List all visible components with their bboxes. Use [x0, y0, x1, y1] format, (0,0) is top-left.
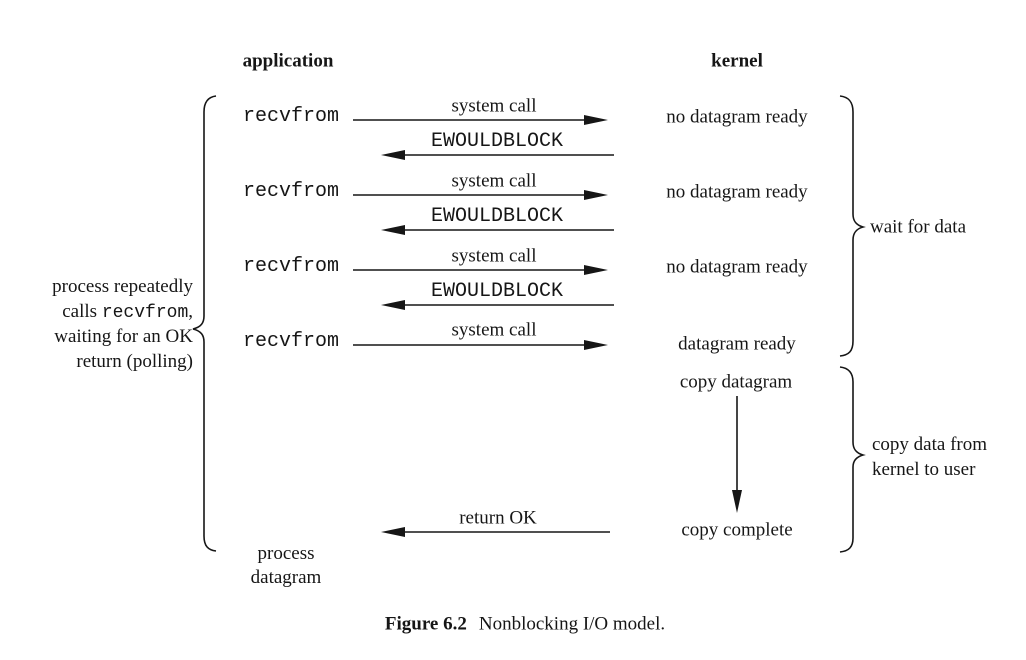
ewouldblock-arrow-3: [381, 300, 614, 310]
system-call-label-4: system call: [451, 319, 537, 341]
polling-annotation-line-3: waiting for an OK: [54, 326, 193, 347]
left-arrowhead-icon: [381, 225, 405, 235]
process-datagram-label: process datagram: [251, 542, 322, 590]
copy-data-label-line-1: copy data from: [872, 434, 988, 455]
recvfrom-call-3: recvfrom: [242, 255, 340, 278]
system-call-label-1: system call: [451, 95, 537, 117]
process-datagram-line-1: process: [257, 543, 315, 564]
copy-datagram-label: copy datagram: [679, 371, 793, 393]
system-call-arrow-2: [353, 190, 608, 200]
application-column-header: application: [242, 50, 334, 72]
polling-annotation-line-2: calls recvfrom,: [52, 299, 193, 324]
recvfrom-call-2: recvfrom: [242, 180, 340, 203]
kernel-column-header: kernel: [711, 50, 763, 72]
recvfrom-call-1: recvfrom: [242, 105, 340, 128]
down-arrowhead-icon: [732, 490, 742, 513]
ewouldblock-label-1: EWOULDBLOCK: [430, 130, 564, 153]
polling-annotation: process repeatedly calls recvfrom, waiti…: [52, 274, 193, 374]
annotation-text: ,: [188, 301, 193, 322]
polling-annotation-line-4: return (polling): [76, 351, 193, 372]
right-arrowhead-icon: [584, 340, 608, 350]
right-arrowhead-icon: [584, 265, 608, 275]
kernel-state-1: no datagram ready: [666, 106, 808, 128]
ewouldblock-label-3: EWOULDBLOCK: [430, 280, 564, 303]
recvfrom-call-4: recvfrom: [242, 330, 340, 353]
system-call-arrow-3: [353, 265, 608, 275]
figure-caption-label: Figure 6.2: [384, 613, 467, 635]
system-call-label-3: system call: [451, 245, 537, 267]
wait-for-data-label: wait for data: [870, 216, 967, 238]
system-call-arrow-1: [353, 115, 608, 125]
copy-data-label-line-2: kernel to user: [872, 459, 976, 480]
kernel-state-4: datagram ready: [678, 333, 796, 355]
system-call-arrow-4: [353, 340, 608, 350]
right-arrowhead-icon: [584, 115, 608, 125]
figure-caption: Figure 6.2 Nonblocking I/O model.: [385, 615, 665, 634]
ewouldblock-arrow-1: [381, 150, 614, 160]
polling-brace: [192, 95, 217, 552]
kernel-state-3: no datagram ready: [666, 256, 808, 278]
figure-caption-text: Nonblocking I/O model.: [478, 613, 666, 635]
copy-progress-arrow: [732, 396, 742, 513]
copy-data-label: copy data from kernel to user: [872, 432, 987, 482]
right-arrowhead-icon: [584, 190, 608, 200]
left-arrowhead-icon: [381, 150, 405, 160]
left-arrowhead-icon: [381, 300, 405, 310]
annotation-code-text: recvfrom: [101, 303, 189, 323]
annotation-text: calls: [62, 301, 102, 322]
kernel-state-2: no datagram ready: [666, 181, 808, 203]
copy-complete-label: copy complete: [681, 519, 793, 541]
polling-annotation-line-1: process repeatedly: [52, 276, 193, 297]
ewouldblock-label-2: EWOULDBLOCK: [430, 205, 564, 228]
wait-for-data-brace: [839, 95, 866, 357]
return-ok-label: return OK: [459, 507, 537, 529]
process-datagram-line-2: datagram: [250, 567, 322, 588]
system-call-label-2: system call: [451, 170, 537, 192]
ewouldblock-arrow-2: [381, 225, 614, 235]
return-ok-arrow: [381, 527, 610, 537]
left-arrowhead-icon: [381, 527, 405, 537]
copy-data-brace: [839, 366, 866, 553]
